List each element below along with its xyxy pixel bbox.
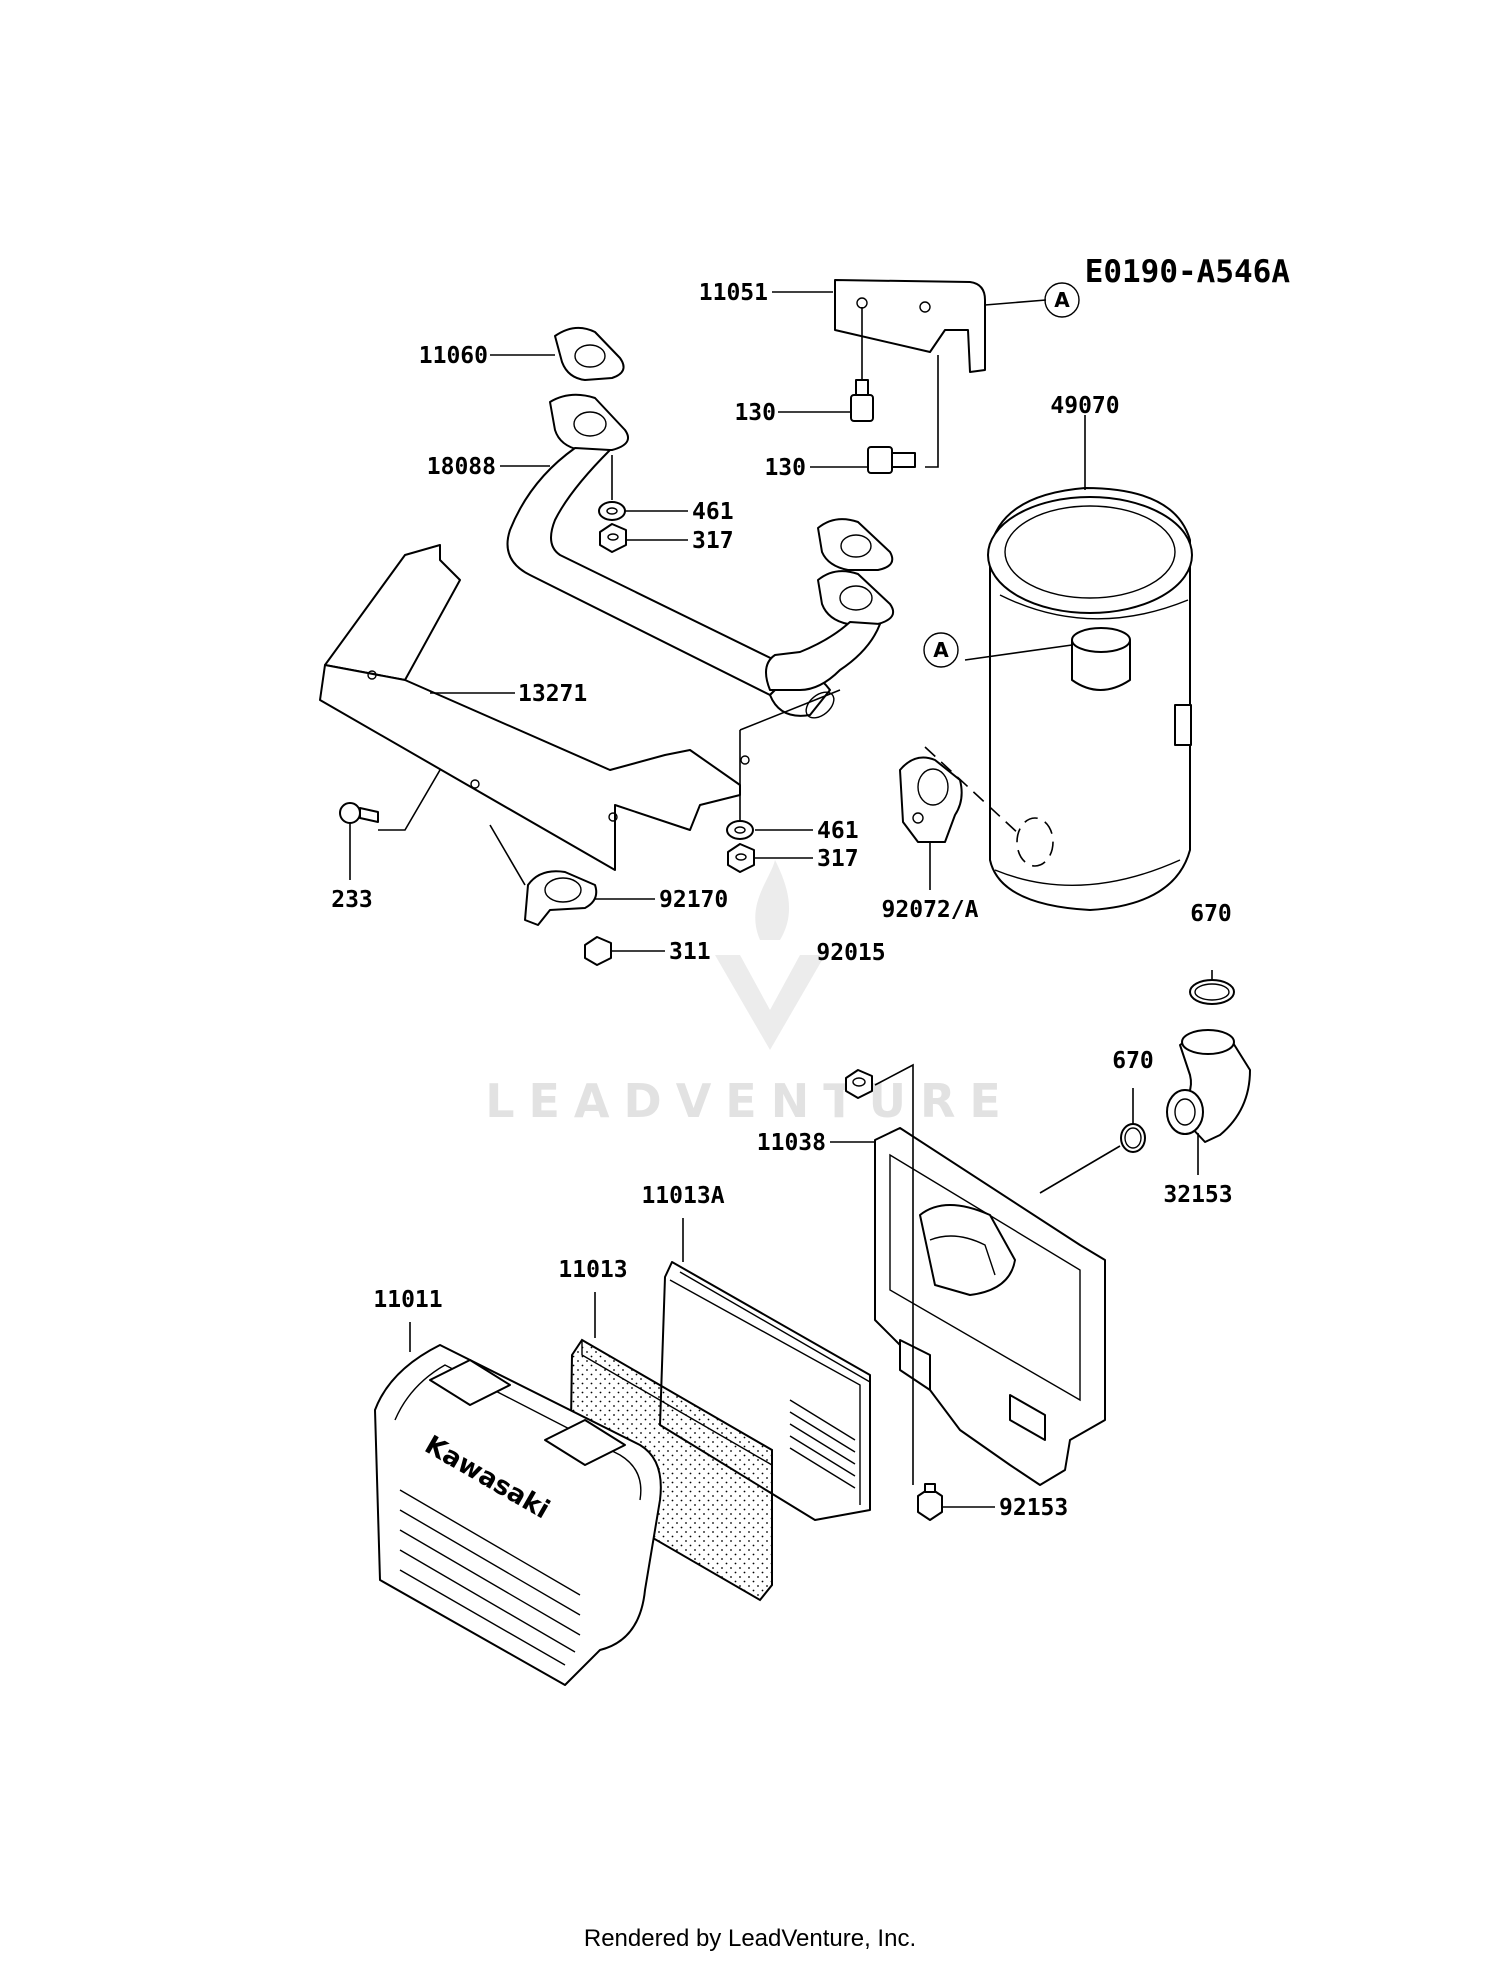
callout-233[interactable]: 233 (331, 887, 373, 913)
watermark: LEADVENTURE (485, 860, 1015, 1128)
callout-130-upper[interactable]: 130 (734, 400, 776, 426)
clamp-92072[interactable] (899, 756, 963, 843)
callout-13271[interactable]: 13271 (518, 681, 587, 707)
o-ring-670-upper[interactable] (1189, 979, 1235, 1005)
footer-credit: Rendered by LeadVenture, Inc. (583, 1925, 917, 1952)
callout-317-lower[interactable]: 317 (817, 846, 859, 872)
bolt-92153[interactable] (917, 1483, 943, 1521)
clamp-92170[interactable] (524, 870, 598, 926)
nut-311[interactable] (584, 936, 612, 966)
callout-317-upper[interactable]: 317 (692, 528, 734, 554)
nut-317-upper[interactable] (599, 523, 627, 553)
bolt-130-lower[interactable] (867, 446, 916, 474)
washer-461-lower[interactable] (726, 820, 754, 840)
callout-92170[interactable]: 92170 (659, 887, 728, 913)
callout-labels: 11051 11060 130 130 49070 18088 461 317 … (331, 280, 1232, 1521)
callout-670-lower[interactable]: 670 (1112, 1048, 1154, 1074)
bolt-130-upper[interactable] (850, 379, 874, 422)
nut-92015[interactable] (845, 1069, 873, 1099)
svg-text:A: A (933, 638, 949, 662)
callout-32153[interactable]: 32153 (1163, 1182, 1232, 1208)
o-ring-670-lower[interactable] (1120, 1123, 1146, 1153)
callout-670-upper[interactable]: 670 (1190, 901, 1232, 927)
callout-92072-a[interactable]: 92072/A (882, 897, 979, 923)
callout-11011[interactable]: 11011 (373, 1287, 442, 1313)
air-cleaner-cover-11011[interactable]: Kawasaki (374, 1344, 662, 1686)
leader-lines (349, 291, 1213, 1508)
screw-233[interactable] (339, 802, 379, 824)
gasket-11060[interactable] (554, 326, 625, 381)
gasket-right[interactable] (817, 518, 894, 571)
callout-461-lower[interactable]: 461 (817, 818, 859, 844)
heat-shield-13271[interactable] (319, 544, 750, 871)
callout-11051[interactable]: 11051 (699, 280, 768, 306)
reference-mark-a-top: A (1044, 282, 1080, 318)
callout-18088[interactable]: 18088 (427, 454, 496, 480)
callout-11038[interactable]: 11038 (757, 1130, 826, 1156)
exhaust-pipe-right-branch[interactable] (765, 570, 894, 691)
callout-11060[interactable]: 11060 (419, 343, 488, 369)
callout-11013[interactable]: 11013 (558, 1257, 627, 1283)
watermark-text: LEADVENTURE (485, 1074, 1015, 1128)
callout-311[interactable]: 311 (669, 939, 711, 965)
reference-mark-a-muffler: A (923, 632, 959, 668)
callout-461-upper[interactable]: 461 (692, 499, 734, 525)
callout-11013A[interactable]: 11013A (641, 1183, 724, 1209)
washer-461-upper[interactable] (598, 501, 626, 521)
bracket-11051[interactable] (834, 279, 986, 373)
nut-317-lower[interactable] (727, 843, 755, 873)
callout-49070[interactable]: 49070 (1050, 393, 1119, 419)
diagram-code: E0190-A546A (1085, 254, 1291, 290)
muffler-49070[interactable] (987, 487, 1193, 911)
svg-text:A: A (1054, 288, 1070, 312)
callout-130-lower[interactable]: 130 (764, 455, 806, 481)
callout-92153[interactable]: 92153 (999, 1495, 1068, 1521)
elbow-pipe-32153[interactable] (1166, 1029, 1251, 1143)
air-cleaner-base-11038[interactable] (874, 1127, 1106, 1486)
callout-92015[interactable]: 92015 (816, 940, 885, 966)
watermark-logo-icon (715, 860, 825, 1050)
